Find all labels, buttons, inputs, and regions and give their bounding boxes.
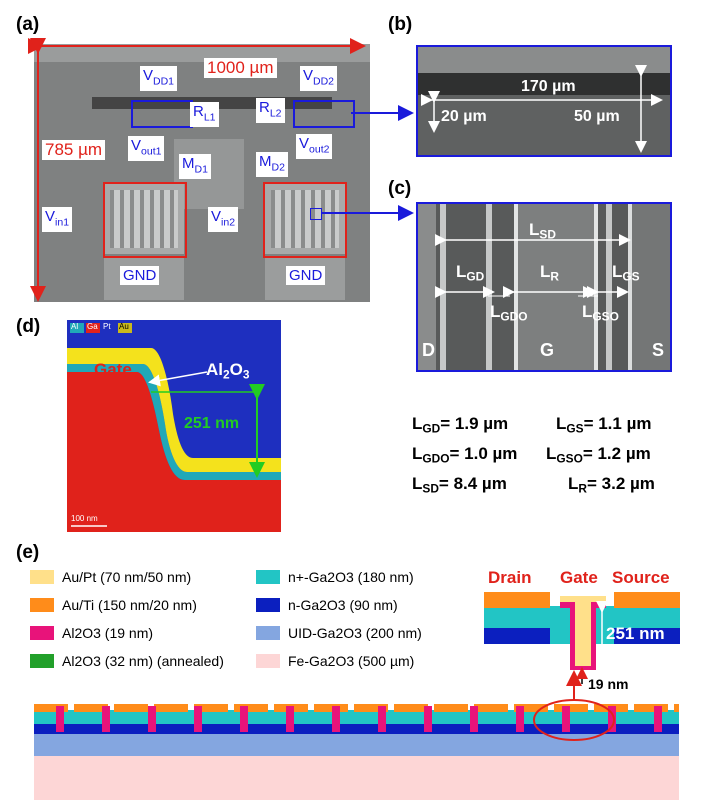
lgso-label: LGSO xyxy=(582,302,619,324)
panel-d-label: (d) xyxy=(16,316,41,337)
inset-gate-label: Gate xyxy=(560,568,598,587)
panel-d-legend-pt: Pt xyxy=(103,322,111,331)
panel-d-legend-au: Au xyxy=(119,322,129,331)
layer-uid xyxy=(34,734,679,756)
lgd-label: LGD xyxy=(456,262,485,284)
panel-d-legend-ga: Ga xyxy=(87,322,98,331)
panel-d-legend-al: Al xyxy=(71,322,79,331)
legend-e-right: n+-Ga2O3 (180 nm) n-Ga2O3 (90 nm) UID-Ga… xyxy=(256,566,422,672)
inset-depth-label: 251 nm xyxy=(606,624,665,643)
param-lgso: LGSO= 1.2 µm xyxy=(546,444,651,466)
vdd2-label: VDD2 xyxy=(300,66,338,92)
param-lr: LR= 3.2 µm xyxy=(568,474,655,496)
md1-label: MD1 xyxy=(179,154,211,180)
param-lsd: LSD= 8.4 µm xyxy=(412,474,507,496)
legend-item-al2o3-19: Al2O3 (19 nm) xyxy=(30,622,224,644)
panel-e-label: (e) xyxy=(16,542,40,563)
legend-item-uid: UID-Ga2O3 (200 nm) xyxy=(256,622,422,644)
panel-a-label: (a) xyxy=(16,14,40,35)
panel-b-label: (b) xyxy=(388,14,413,35)
legend-item-fe: Fe-Ga2O3 (500 µm) xyxy=(256,650,422,672)
legend-item-n-plus: n+-Ga2O3 (180 nm) xyxy=(256,566,422,588)
lsd-label: LSD xyxy=(529,220,556,242)
md2-label: MD2 xyxy=(256,152,288,178)
panel-d-depth-label: 251 nm xyxy=(184,415,240,432)
gates-row xyxy=(56,706,676,732)
panel-d-scale-label: 100 nm xyxy=(71,514,98,523)
md1-highlight-box xyxy=(103,182,187,258)
vin1-label: Vin1 xyxy=(42,207,73,233)
param-lgd: LGD= 1.9 µm xyxy=(412,414,509,436)
legend-item-al2o3-32: Al2O3 (32 nm) (annealed) xyxy=(30,650,224,672)
panel-b-length-label: 170 µm xyxy=(521,78,576,95)
gnd2-label: GND xyxy=(286,266,326,285)
layer-fe xyxy=(34,756,679,800)
height-dimension-label: 785 µm xyxy=(42,140,106,160)
legend-item-aupt: Au/Pt (70 nm/50 nm) xyxy=(30,566,224,588)
full-device-cross-section xyxy=(34,704,679,800)
vout1-label: Vout1 xyxy=(128,136,165,162)
inset-source-label: Source xyxy=(612,568,670,587)
inset-drain-label: Drain xyxy=(488,568,532,587)
param-lgdo: LGDO= 1.0 µm xyxy=(412,444,518,466)
rl1-label: RL1 xyxy=(190,102,219,128)
legend-item-n: n-Ga2O3 (90 nm) xyxy=(256,594,422,616)
rl2-label: RL2 xyxy=(256,98,285,124)
panel-b-right-dim-label: 50 µm xyxy=(574,108,620,125)
lgs-label: LGS xyxy=(612,262,640,284)
lgdo-label: LGDO xyxy=(490,302,528,324)
md2-highlight-box xyxy=(263,182,347,258)
width-dimension-label: 1000 µm xyxy=(204,58,277,78)
vin2-label: Vin2 xyxy=(208,207,239,233)
vout2-label: Vout2 xyxy=(296,134,333,160)
gate-g-label: G xyxy=(540,340,555,360)
panel-c-label: (c) xyxy=(388,178,412,199)
panel-d-eds-map xyxy=(67,320,281,532)
drain-d-label: D xyxy=(422,340,435,360)
param-lgs: LGS= 1.1 µm xyxy=(556,414,652,436)
panel-d-gate-label: Gate xyxy=(94,360,132,379)
vdd1-label: VDD1 xyxy=(140,66,178,92)
legend-e-left: Au/Pt (70 nm/50 nm) Au/Ti (150 nm/20 nm)… xyxy=(30,566,224,672)
panel-b-left-dim-label: 20 µm xyxy=(441,108,487,125)
inset-cross-section xyxy=(484,592,680,684)
panel-d-al2o3-label: Al2O3 xyxy=(206,360,250,382)
gnd1-label: GND xyxy=(120,266,160,285)
transistor-md2 xyxy=(265,184,345,254)
lr-label: LR xyxy=(540,262,559,284)
inset-thickness-label: 19 nm xyxy=(588,676,629,692)
transistor-md1 xyxy=(104,184,184,254)
legend-item-auti: Au/Ti (150 nm/20 nm) xyxy=(30,594,224,616)
source-s-label: S xyxy=(652,340,665,360)
